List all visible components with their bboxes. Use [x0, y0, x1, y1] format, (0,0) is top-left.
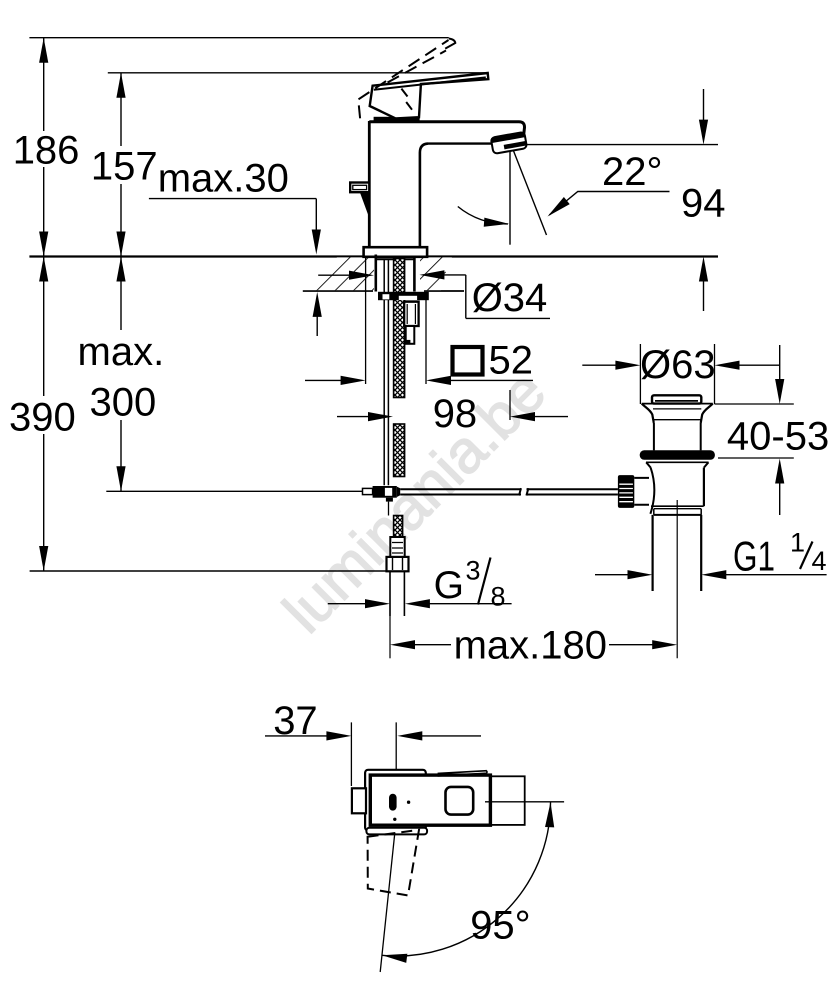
svg-text:37: 37 [273, 699, 318, 743]
svg-text:52: 52 [489, 339, 534, 383]
svg-text:max.180: max.180 [454, 624, 607, 668]
svg-text:max.30: max.30 [158, 157, 289, 201]
svg-text:Ø63: Ø63 [640, 343, 716, 387]
svg-text:G1: G1 [733, 533, 775, 580]
svg-text:157: 157 [91, 145, 158, 189]
svg-text:22°: 22° [602, 150, 663, 194]
svg-text:98: 98 [433, 392, 478, 436]
svg-text:1: 1 [790, 528, 805, 558]
svg-text:40-53: 40-53 [727, 415, 829, 459]
svg-text:95°: 95° [470, 904, 531, 948]
svg-text:4: 4 [812, 546, 827, 576]
svg-text:300: 300 [90, 381, 157, 425]
svg-text:G: G [434, 564, 464, 607]
svg-text:94: 94 [681, 182, 726, 226]
svg-text:Ø34: Ø34 [472, 276, 548, 320]
svg-text:390: 390 [9, 396, 76, 440]
svg-text:8: 8 [491, 582, 506, 612]
svg-text:max.: max. [78, 330, 165, 374]
svg-text:3: 3 [466, 556, 481, 586]
svg-text:186: 186 [13, 129, 80, 173]
